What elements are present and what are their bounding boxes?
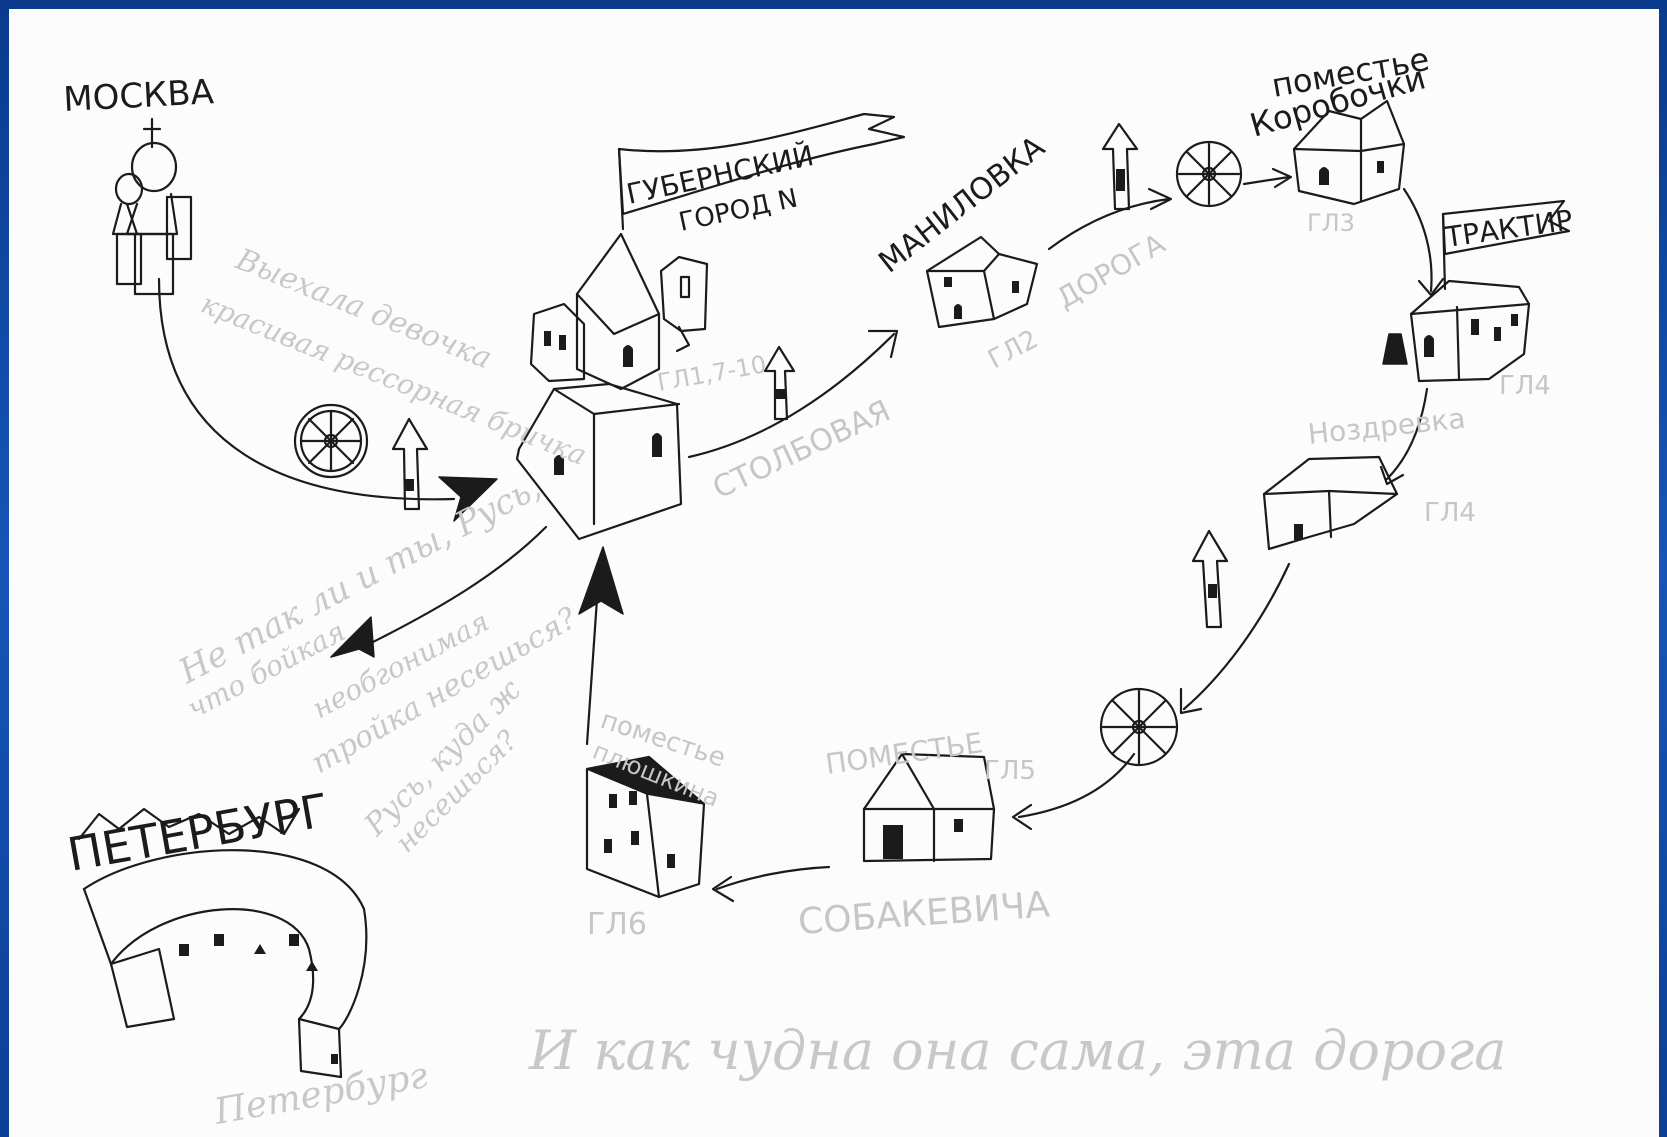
label-peterburg-script: Петербург <box>210 1055 430 1133</box>
label-manilovka: МАНИЛОВКА <box>872 129 1052 280</box>
label-ch6: ГЛ6 <box>587 907 647 942</box>
label-ch2: ГЛ2 <box>983 324 1043 375</box>
label-moscow: МОСКВА <box>62 72 214 120</box>
label-gub-chapter: ГЛ1,7-10 <box>655 350 768 397</box>
label-sobakevich-top: ПОМЕСТЬЕ <box>823 726 985 781</box>
label-stolbovaya: СТОЛБОВАЯ <box>708 394 896 507</box>
traktir-house <box>1383 281 1529 381</box>
label-sobakevich-bottom: СОБАКЕВИЧА <box>797 884 1052 943</box>
route-wheel2-to-sobakevich <box>1019 754 1134 817</box>
label-nozdrevka: Ноздревка <box>1306 402 1467 451</box>
milestone-post-moscow <box>393 419 427 509</box>
arrowhead-to-city-2 <box>579 547 623 614</box>
label-road: ДОРОГА <box>1051 227 1171 315</box>
label-ch4-nozdrevka: ГЛ4 <box>1424 498 1476 528</box>
label-peterburg: ПЕТЕРБУРГ <box>64 783 333 882</box>
manilovka-house <box>927 237 1037 327</box>
route-sobakevich-to-plyushkin <box>717 867 829 889</box>
slide-canvas: МОСКВА ГУБЕРНСКИЙ ГОРОД N ГЛ1,7-10 МАНИЛ… <box>9 9 1659 1137</box>
moscow-church-drawing <box>113 119 191 294</box>
milestone-post-city <box>765 347 794 419</box>
wheel-icon-nozdrevka <box>1101 689 1177 765</box>
wheel-icon-manilovka <box>1177 142 1241 206</box>
route-korobochka-to-traktir <box>1404 189 1432 291</box>
label-ch3: ГЛ3 <box>1307 209 1355 237</box>
label-ch4-traktir: ГЛ4 <box>1499 371 1551 401</box>
label-ch5: ГЛ5 <box>984 756 1036 786</box>
milestone-post-manilovka <box>1103 124 1137 209</box>
route-nozdrevka-to-sobakevich <box>1184 564 1289 709</box>
milestone-post-nozdrevka <box>1193 531 1227 627</box>
bottom-quote: И как чудна она сама, эта дорога <box>528 1019 1506 1082</box>
road-map-diagram: МОСКВА ГУБЕРНСКИЙ ГОРОД N ГЛ1,7-10 МАНИЛ… <box>9 9 1659 1137</box>
nozdrevka-house <box>1264 457 1397 549</box>
route-plyushkin-to-city <box>587 599 597 744</box>
wheel-icon-moscow <box>295 405 367 477</box>
